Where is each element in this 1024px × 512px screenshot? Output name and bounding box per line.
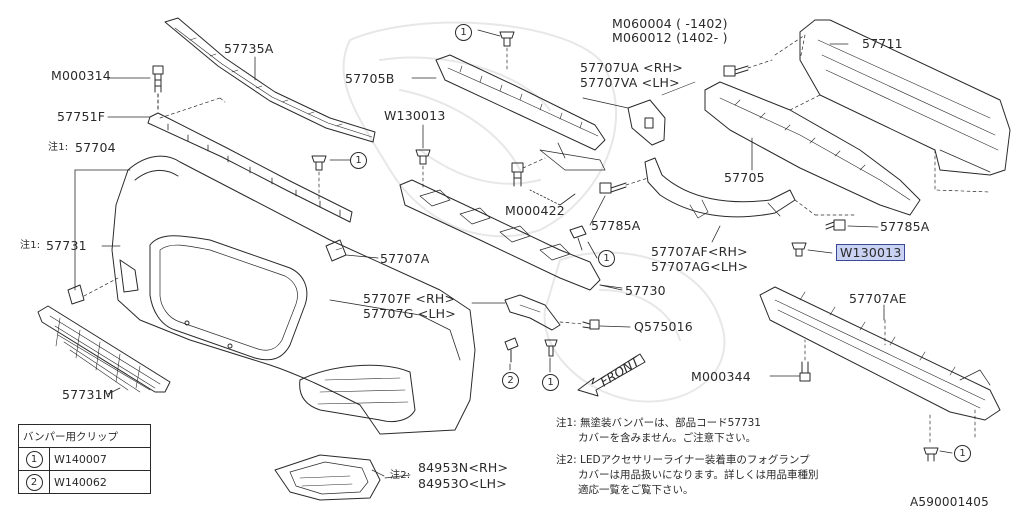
label-57711[interactable]: 57711: [862, 36, 903, 51]
part-84953-fog-cover[interactable]: [274, 454, 385, 501]
bolt-57785A-right[interactable]: [825, 219, 846, 231]
label-57704[interactable]: 57704: [75, 140, 116, 155]
label-57731M[interactable]: 57731M: [62, 387, 114, 402]
label-57707VA[interactable]: 57707VA <LH>: [580, 75, 680, 90]
clip-marker-1-top: 1: [455, 24, 472, 41]
part-57731M-lower-grille[interactable]: [37, 305, 171, 393]
label-57707F[interactable]: 57707F <RH>: [363, 291, 456, 306]
clip-mark: 1: [25, 450, 43, 468]
part-57731-cover[interactable]: [67, 277, 119, 305]
label-57707AE[interactable]: 57707AE: [849, 291, 907, 306]
label-M000314[interactable]: M000314: [51, 68, 111, 83]
clip-marker-1-mid: 1: [350, 152, 367, 169]
label-84953N[interactable]: 84953N<RH>: [418, 460, 509, 475]
part-57705-absorber-foam[interactable]: [704, 81, 921, 216]
label-57707AF[interactable]: 57707AF<RH>: [651, 244, 748, 259]
label-M000344[interactable]: M000344: [691, 369, 751, 384]
clip-table-row: 1 W140007: [18, 447, 151, 471]
part-57711-reinforcement[interactable]: [774, 19, 1011, 193]
note2-line1: 注2: LEDアクセサリーライナー装着車のフォグランプ: [556, 454, 810, 466]
clip-top[interactable]: [499, 31, 515, 73]
note1-mark-a: 注1:: [48, 142, 69, 153]
clip-bottom-2[interactable]: [504, 337, 519, 363]
clip-table-row: 2 W140062: [18, 470, 151, 494]
bolt-M060004[interactable]: [723, 59, 773, 77]
label-M000422[interactable]: M000422: [505, 203, 565, 218]
watermark-logo: [342, 21, 726, 403]
part-57707AE-lower-beam[interactable]: [759, 286, 1001, 446]
clip-mid[interactable]: [311, 155, 327, 201]
part-57730-absorber[interactable]: [399, 179, 623, 291]
note2-line2: カバーは用品扱いになります。詳しくは用品車種別: [578, 469, 819, 481]
bolt-M000344[interactable]: [799, 339, 811, 382]
part-57704-bumper-face[interactable]: [111, 155, 476, 435]
clip-bottom-1[interactable]: [544, 339, 558, 357]
clip-marker-2-bottom: 2: [502, 372, 519, 389]
clip-legend-table: バンパー用クリップ 1 W140007 2 W140062: [18, 424, 151, 494]
label-57707A[interactable]: 57707A: [380, 251, 430, 266]
part-57707F-bracket[interactable]: [504, 294, 561, 331]
clip-lower-right[interactable]: [923, 447, 939, 462]
part-57751F-upper-strip[interactable]: [147, 97, 353, 223]
clip-marker-1-bottom: 1: [542, 374, 559, 391]
note2-mark: 注2:: [390, 470, 411, 481]
label-57707AG[interactable]: 57707AG<LH>: [651, 259, 749, 274]
clip-W130013-right[interactable]: [791, 242, 807, 257]
note1-mark-b: 注1:: [20, 240, 41, 251]
clip-code[interactable]: W140062: [49, 470, 151, 494]
label-57731[interactable]: 57731: [46, 238, 87, 253]
note1-line1: 注1: 無塗装バンパーは、部品コード57731: [556, 417, 761, 429]
note2-line3: 適応一覧をご覧下さい。: [578, 484, 694, 496]
label-57735A[interactable]: 57735A: [224, 41, 274, 56]
label-57705[interactable]: 57705: [724, 170, 765, 185]
label-84953O[interactable]: 84953O<LH>: [418, 476, 507, 491]
label-57705B[interactable]: 57705B: [345, 71, 395, 86]
part-57707UA-bracket[interactable]: [627, 81, 696, 146]
diagram-id: A590001405: [910, 495, 989, 509]
label-57730[interactable]: 57730: [625, 283, 666, 298]
clip-W130013-left[interactable]: [415, 149, 431, 191]
leader-lines: [74, 29, 953, 479]
front-direction-arrow: [577, 353, 646, 397]
label-57751F[interactable]: 57751F: [57, 109, 106, 124]
part-57705B-beam[interactable]: [435, 54, 606, 171]
label-57707G[interactable]: 57707G <LH>: [363, 306, 456, 321]
label-M060012[interactable]: M060012 (1402- ): [612, 30, 728, 45]
label-W130013-highlighted[interactable]: W130013: [836, 244, 906, 261]
label-W130013-top[interactable]: W130013: [384, 108, 446, 123]
clip-marker-1-lower-right: 1: [954, 445, 971, 462]
label-57707UA[interactable]: 57707UA <RH>: [580, 60, 683, 75]
bolt-57785A-mid[interactable]: [599, 177, 649, 194]
screw-Q575016[interactable]: [559, 319, 600, 330]
part-57735A-molding[interactable]: [164, 17, 376, 143]
clip-57730[interactable]: [569, 225, 587, 251]
label-Q575016[interactable]: Q575016: [634, 319, 693, 334]
label-57785A-right[interactable]: 57785A: [880, 219, 930, 234]
clip-table-header: バンパー用クリップ: [18, 424, 151, 448]
clip-marker-1-absorber: 1: [598, 250, 615, 267]
clip-code[interactable]: W140007: [49, 447, 151, 471]
clip-mark: 2: [25, 473, 43, 491]
label-57785A-mid[interactable]: 57785A: [591, 218, 641, 233]
part-57707AF-bracket[interactable]: [644, 157, 796, 219]
bolt-M000422[interactable]: [511, 157, 546, 187]
label-M060004[interactable]: M060004 ( -1402): [612, 16, 728, 31]
note1-line2: カバーを含みません。ご注意下さい。: [578, 432, 757, 444]
bolt-M000314[interactable]: [152, 65, 164, 113]
